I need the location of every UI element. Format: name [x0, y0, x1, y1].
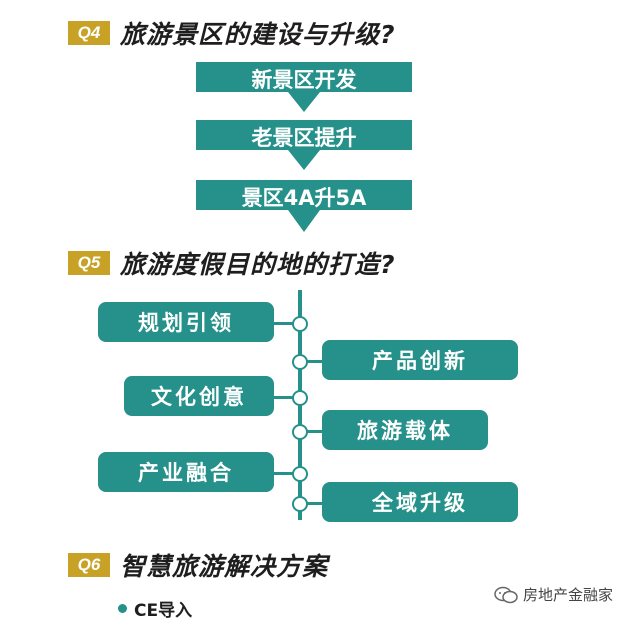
flow-step-2: 老景区提升	[196, 120, 412, 176]
q6-badge: Q6	[68, 553, 110, 577]
q5-heading: Q5 旅游度假目的地的打造?	[68, 246, 396, 280]
timeline-dot	[292, 316, 308, 332]
q4-title: 旅游景区的建设与升级?	[120, 20, 396, 49]
timeline-dot	[292, 496, 308, 512]
watermark: 房地产金融家	[493, 584, 613, 605]
wechat-icon	[494, 586, 518, 603]
q4-badge: Q4	[68, 21, 110, 45]
item-culture: 文化创意	[124, 376, 274, 416]
item-upgrade: 全域升级	[322, 482, 518, 522]
item-product: 产品创新	[322, 340, 518, 380]
flow-step-2-shape	[196, 120, 412, 170]
q5-title: 旅游度假目的地的打造?	[120, 250, 396, 279]
q5-badge: Q5	[68, 251, 110, 275]
q4-heading: Q4 旅游景区的建设与升级?	[68, 16, 396, 50]
timeline-dot	[292, 466, 308, 482]
flow-step-3: 景区4A升5A	[196, 180, 412, 236]
connector-right-1	[302, 360, 326, 363]
item-planning: 规划引领	[98, 302, 274, 342]
flow-step-1-shape	[196, 62, 412, 112]
bullet-item: CE导入	[118, 596, 192, 621]
flow-step-1-label: 新景区开发	[251, 68, 357, 92]
timeline-dot	[292, 354, 308, 370]
item-industry: 产业融合	[98, 452, 274, 492]
item-carrier: 旅游载体	[322, 410, 488, 450]
flow-step-3-shape	[196, 180, 412, 232]
flow-step-2-label: 老景区提升	[251, 126, 357, 150]
bullet-dot-icon	[118, 604, 127, 613]
connector-right-2	[302, 430, 326, 433]
q6-heading: Q6 智慧旅游解决方案	[68, 548, 328, 582]
connector-right-3	[302, 502, 326, 505]
bullet-text: CE导入	[134, 601, 193, 621]
flow-step-3-label: 景区4A升5A	[241, 186, 367, 210]
timeline-dot	[292, 390, 308, 406]
flow-step-1: 新景区开发	[196, 62, 412, 118]
timeline-dot	[292, 424, 308, 440]
watermark-text: 房地产金融家	[523, 586, 614, 604]
q6-title: 智慧旅游解决方案	[120, 552, 329, 581]
